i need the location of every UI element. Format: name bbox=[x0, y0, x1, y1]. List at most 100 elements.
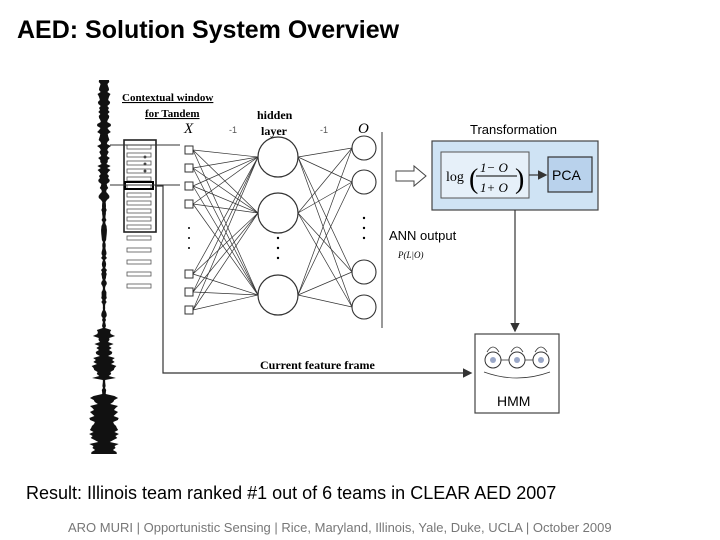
input-symbol: X bbox=[183, 121, 194, 137]
feature-frame bbox=[126, 224, 152, 230]
connection bbox=[297, 147, 353, 158]
output-node bbox=[351, 294, 377, 320]
waveform-shape bbox=[89, 80, 119, 454]
for-tandem-label: for Tandem bbox=[145, 108, 200, 120]
connection bbox=[192, 156, 259, 205]
audio-waveform bbox=[89, 80, 119, 454]
feature-frame bbox=[126, 152, 152, 158]
connection bbox=[297, 147, 353, 214]
input-node bbox=[184, 181, 194, 191]
connection bbox=[192, 167, 259, 214]
feature-frame bbox=[126, 208, 152, 214]
connection bbox=[297, 212, 353, 308]
slide-title: AED: Solution System Overview bbox=[17, 16, 400, 44]
transformation-label: Transformation bbox=[470, 122, 557, 137]
contextual-window-label: Contextual window bbox=[122, 92, 213, 104]
connection bbox=[297, 294, 353, 308]
connection bbox=[192, 156, 259, 311]
hidden-ellipsis-dot bbox=[276, 246, 280, 250]
feature-frame bbox=[126, 235, 152, 241]
current-feature-frame-label: Current feature frame bbox=[260, 358, 376, 372]
hmm-state-dot bbox=[514, 357, 520, 363]
connection bbox=[297, 181, 353, 296]
connection bbox=[192, 212, 259, 275]
connection bbox=[192, 203, 259, 296]
hmm-state-diagram bbox=[483, 346, 551, 379]
window-dot bbox=[143, 162, 147, 166]
formula-right-paren: ) bbox=[515, 164, 524, 195]
fraction-numerator: 1− O bbox=[480, 160, 509, 175]
ann-output-label: ANN output bbox=[389, 228, 457, 243]
connection bbox=[192, 212, 259, 311]
hmm-state-dot bbox=[538, 357, 544, 363]
connection bbox=[192, 156, 259, 275]
feature-frame bbox=[126, 192, 152, 198]
hidden-node bbox=[257, 274, 299, 316]
connection bbox=[297, 271, 353, 296]
network-connections bbox=[192, 147, 353, 311]
slide-footer: ARO MURI | Opportunistic Sensing | Rice,… bbox=[68, 520, 612, 535]
input-ellipsis-dot bbox=[188, 227, 190, 229]
input-node bbox=[184, 305, 194, 315]
feature-frame bbox=[126, 283, 152, 289]
input-ellipsis-dot bbox=[188, 247, 190, 249]
bias-label-2: -1 bbox=[320, 125, 328, 135]
output-ellipsis-dot bbox=[362, 216, 366, 220]
connection bbox=[192, 149, 259, 158]
feature-frame bbox=[126, 216, 152, 222]
feature-frame bbox=[126, 200, 152, 206]
hmm-return-transition bbox=[483, 371, 551, 379]
connection bbox=[192, 156, 259, 187]
output-ellipsis-dot bbox=[362, 226, 366, 230]
hmm-self-loop bbox=[486, 346, 500, 353]
log-label: log bbox=[446, 170, 464, 185]
feature-frame bbox=[126, 168, 152, 174]
connection bbox=[297, 156, 353, 183]
connection bbox=[192, 167, 259, 296]
window-to-input-arrows bbox=[110, 144, 180, 186]
window-dot bbox=[143, 169, 147, 173]
input-node bbox=[184, 199, 194, 209]
input-node bbox=[184, 287, 194, 297]
hmm-state-dot bbox=[490, 357, 496, 363]
connection bbox=[192, 149, 259, 214]
feature-frame bbox=[126, 247, 152, 253]
connection bbox=[192, 273, 259, 296]
input-node bbox=[184, 269, 194, 279]
connection bbox=[192, 149, 259, 296]
pca-label: PCA bbox=[552, 167, 581, 183]
hmm-self-loop bbox=[534, 346, 548, 353]
posterior-label: P(L|O) bbox=[397, 250, 423, 260]
aed-system-diagram: Contextual window for Tandem X hidden la… bbox=[89, 80, 599, 454]
ann-to-transformation-arrow bbox=[395, 164, 427, 188]
connection bbox=[297, 212, 353, 273]
pca-box bbox=[547, 156, 593, 193]
connection bbox=[297, 156, 353, 308]
output-symbol: O bbox=[358, 121, 369, 137]
connection bbox=[192, 291, 259, 296]
feature-frame bbox=[126, 271, 152, 277]
connection bbox=[192, 212, 259, 293]
feature-frames bbox=[126, 144, 152, 289]
result-statement: Result: Illinois team ranked #1 out of 6… bbox=[26, 483, 557, 503]
connection bbox=[192, 156, 259, 293]
connection bbox=[297, 147, 353, 296]
input-node bbox=[184, 163, 194, 173]
input-ellipsis-dot bbox=[188, 237, 190, 239]
output-node bbox=[351, 259, 377, 285]
hidden-node bbox=[257, 192, 299, 234]
hidden-layer-label: hidden bbox=[257, 108, 293, 122]
feature-frame bbox=[126, 144, 152, 150]
feature-frame bbox=[126, 176, 152, 182]
output-node bbox=[351, 169, 377, 195]
connection bbox=[297, 181, 353, 214]
hidden-node bbox=[257, 136, 299, 178]
hidden-layer-label-2: layer bbox=[261, 124, 288, 138]
fraction-denominator: 1+ O bbox=[480, 180, 509, 195]
hmm-label: HMM bbox=[497, 393, 530, 409]
network-nodes bbox=[184, 135, 377, 320]
output-node bbox=[351, 135, 377, 161]
connection bbox=[297, 156, 353, 273]
connection bbox=[192, 156, 259, 169]
feature-frame bbox=[126, 259, 152, 265]
